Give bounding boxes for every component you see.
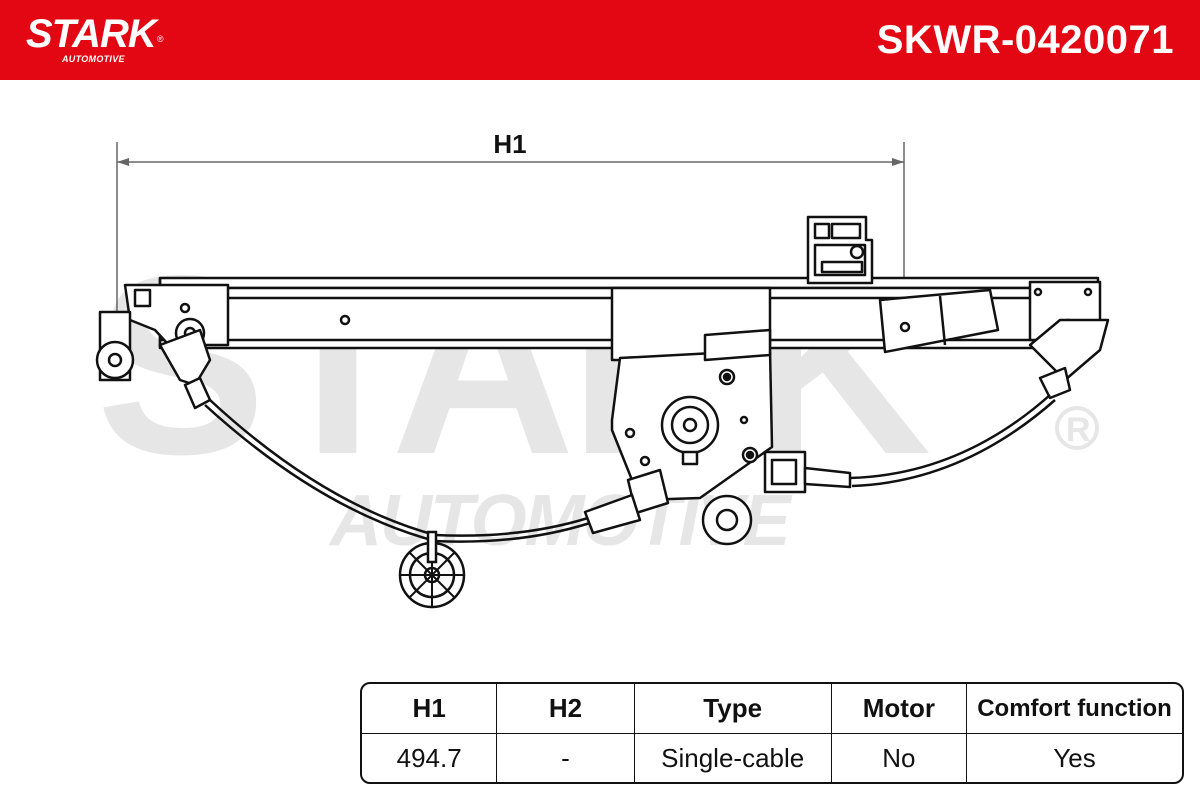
technical-drawing: STARK AUTOMOTIVE R H1 xyxy=(95,129,1110,609)
spec-table: H1 H2 Type Motor Comfort function 494.7 … xyxy=(360,682,1184,784)
value-motor: No xyxy=(830,734,966,782)
header-type: Type xyxy=(633,684,831,733)
dimension-label: H1 xyxy=(493,129,526,159)
cable-drum-icon xyxy=(398,530,466,609)
header-bar: STARK® AUTOMOTIVE SKWR-0420071 xyxy=(0,0,1200,80)
header-h1: H1 xyxy=(412,693,446,723)
brand-logo-text: STARK xyxy=(26,12,157,56)
value-h1: 494.7 xyxy=(396,743,462,773)
regulator-assembly xyxy=(95,215,1110,546)
header-h2: H2 xyxy=(496,684,633,733)
brand-logo-subtext: AUTOMOTIVE xyxy=(62,54,125,64)
value-comfort-function: Yes xyxy=(966,734,1182,782)
part-number: SKWR-0420071 xyxy=(876,18,1174,62)
cables xyxy=(204,394,1056,543)
brand-logo: STARK® AUTOMOTIVE xyxy=(26,12,164,64)
watermark-registered-letter: R xyxy=(1066,411,1091,449)
spec-value-row: 494.7 - Single-cable No Yes xyxy=(362,733,1182,782)
value-type: Single-cable xyxy=(633,734,831,782)
value-h2: - xyxy=(496,734,633,782)
registered-mark-icon: ® xyxy=(156,34,164,44)
header-comfort-function: Comfort function xyxy=(966,684,1182,733)
header-motor: Motor xyxy=(830,684,966,733)
watermark-registered-icon xyxy=(1055,406,1099,450)
spec-header-row: H1 H2 Type Motor Comfort function xyxy=(362,684,1182,733)
